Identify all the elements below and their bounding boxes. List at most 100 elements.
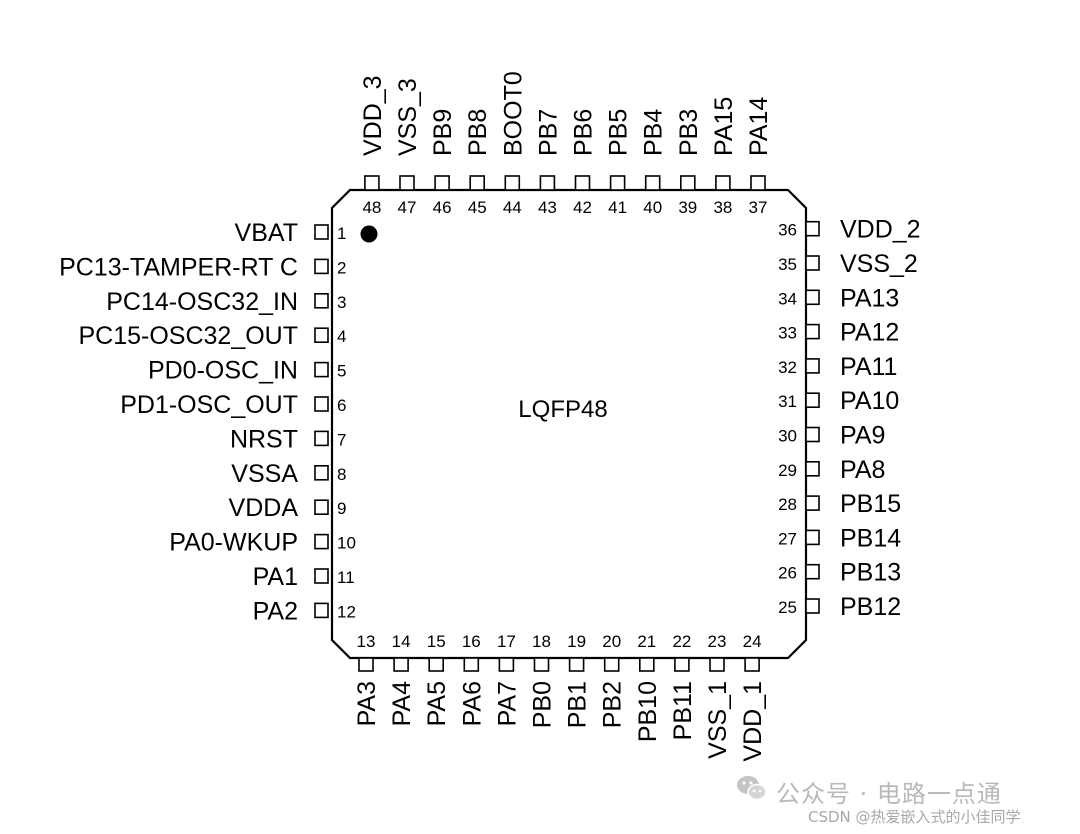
pin-22-pad — [674, 657, 690, 672]
pin1-marker — [360, 225, 378, 243]
pin-15-label: PA5 — [423, 681, 451, 726]
pin-19-pad — [568, 657, 585, 672]
wechat-icon — [737, 776, 767, 801]
pin-12-number: 12 — [337, 602, 356, 621]
pin-24-number: 24 — [743, 632, 762, 651]
pin-32-number: 32 — [778, 358, 797, 377]
pin-24-pad — [744, 657, 760, 672]
pin-10-label: PA0-WKUP — [169, 529, 298, 557]
pin-18-pad — [533, 657, 550, 672]
pin-37-number: 37 — [749, 198, 768, 217]
pin-23-label: VSS_1 — [704, 681, 732, 759]
pin-9-pad — [314, 499, 329, 516]
pin-46-label: PB9 — [429, 109, 457, 156]
pin-15-pad — [428, 657, 445, 672]
pin-47-pad — [399, 175, 415, 191]
pin-3-pad — [314, 292, 329, 309]
pin-40-pad — [644, 175, 661, 191]
pin-7-pad — [314, 430, 329, 447]
pin-1-number: 1 — [337, 224, 346, 243]
pin-4-number: 4 — [337, 327, 346, 346]
pin-2-label: PC13-TAMPER-RT C — [59, 253, 298, 281]
pin-6-label: PD1-OSC_OUT — [120, 391, 298, 419]
pin-38-label: PA15 — [710, 97, 738, 156]
pin-23-number: 23 — [708, 632, 727, 651]
pin-16-number: 16 — [462, 632, 481, 651]
pin-44-label: BOOT0 — [499, 71, 527, 156]
pin-42-label: PB6 — [570, 109, 598, 156]
pin-2-pad — [314, 258, 329, 275]
pin-42-number: 42 — [573, 198, 592, 217]
pin-1-label: VBAT — [235, 219, 298, 247]
pin-38-pad — [715, 175, 731, 191]
pin-7-number: 7 — [337, 430, 346, 449]
pin-39-label: PB3 — [675, 109, 703, 156]
pin-13-pad — [358, 657, 374, 672]
pin-25-label: PB12 — [840, 593, 901, 621]
pin-47-number: 47 — [398, 198, 417, 217]
pin-36-pad — [805, 220, 820, 237]
pin-41-label: PB5 — [605, 109, 633, 156]
pin-30-number: 30 — [778, 427, 797, 446]
pin-45-pad — [469, 175, 486, 191]
pin-41-number: 41 — [608, 198, 627, 217]
pin-32-label: PA11 — [840, 353, 897, 381]
pin-16-pad — [463, 657, 480, 672]
pin-31-pad — [805, 392, 820, 409]
pin-40-number: 40 — [643, 198, 662, 217]
pin-5-number: 5 — [337, 362, 346, 381]
pin-26-pad — [805, 563, 820, 580]
pin-48-number: 48 — [362, 198, 381, 217]
pin-22-label: PB11 — [669, 681, 697, 740]
pin-29-pad — [805, 460, 820, 477]
pin-29-label: PA8 — [840, 456, 885, 484]
pin-14-pad — [393, 657, 409, 672]
pin-27-label: PB14 — [840, 524, 901, 552]
pin-11-number: 11 — [337, 568, 355, 587]
pin-28-pad — [805, 495, 820, 511]
watermark-credit: CSDN @热爱嵌入式的小佳同学 — [808, 808, 1021, 826]
pin-33-number: 33 — [778, 324, 797, 343]
pin-26-label: PB13 — [840, 559, 901, 587]
pin-21-pad — [638, 657, 655, 672]
pin-29-number: 29 — [778, 461, 797, 480]
pin-34-number: 34 — [778, 289, 797, 308]
pin-45-label: PB8 — [464, 109, 492, 156]
pin-39-number: 39 — [678, 198, 697, 217]
pin-27-pad — [805, 529, 820, 546]
pin-35-number: 35 — [778, 255, 797, 274]
pin-45-number: 45 — [468, 198, 487, 217]
pin-33-pad — [805, 323, 820, 340]
pin-41-pad — [609, 175, 626, 191]
pin-43-label: PB7 — [534, 109, 562, 156]
pin-35-label: VSS_2 — [840, 250, 918, 278]
pin-14-label: PA4 — [388, 681, 416, 726]
pin-43-number: 43 — [538, 198, 557, 217]
pin-20-label: PB2 — [599, 681, 627, 728]
pin-14-number: 14 — [392, 632, 411, 651]
pin-8-number: 8 — [337, 465, 346, 484]
pin-5-label: PD0-OSC_IN — [148, 357, 298, 385]
pin-6-pad — [314, 396, 329, 412]
pin-25-pad — [805, 598, 820, 614]
pin-8-pad — [314, 464, 329, 481]
pin-20-pad — [603, 657, 620, 672]
pin-16-label: PA6 — [458, 681, 486, 726]
pin-9-number: 9 — [337, 499, 346, 518]
pin-17-number: 17 — [497, 632, 516, 651]
pin-48-label: VDD_3 — [359, 75, 387, 156]
pin-5-pad — [314, 361, 329, 378]
watermark-title: 公众号 · 电路一点通 — [776, 780, 1002, 808]
pin-31-number: 31 — [778, 392, 797, 411]
pin-2-number: 2 — [337, 258, 346, 277]
pin-17-pad — [498, 657, 515, 672]
pin-17-label: PA7 — [493, 681, 521, 726]
pin-37-pad — [750, 175, 766, 191]
pin-37-label: PA14 — [745, 97, 773, 156]
pin-13-label: PA3 — [353, 681, 381, 726]
pin-40-label: PB4 — [640, 109, 668, 156]
chip-body — [330, 188, 808, 660]
pin-20-number: 20 — [602, 632, 621, 651]
